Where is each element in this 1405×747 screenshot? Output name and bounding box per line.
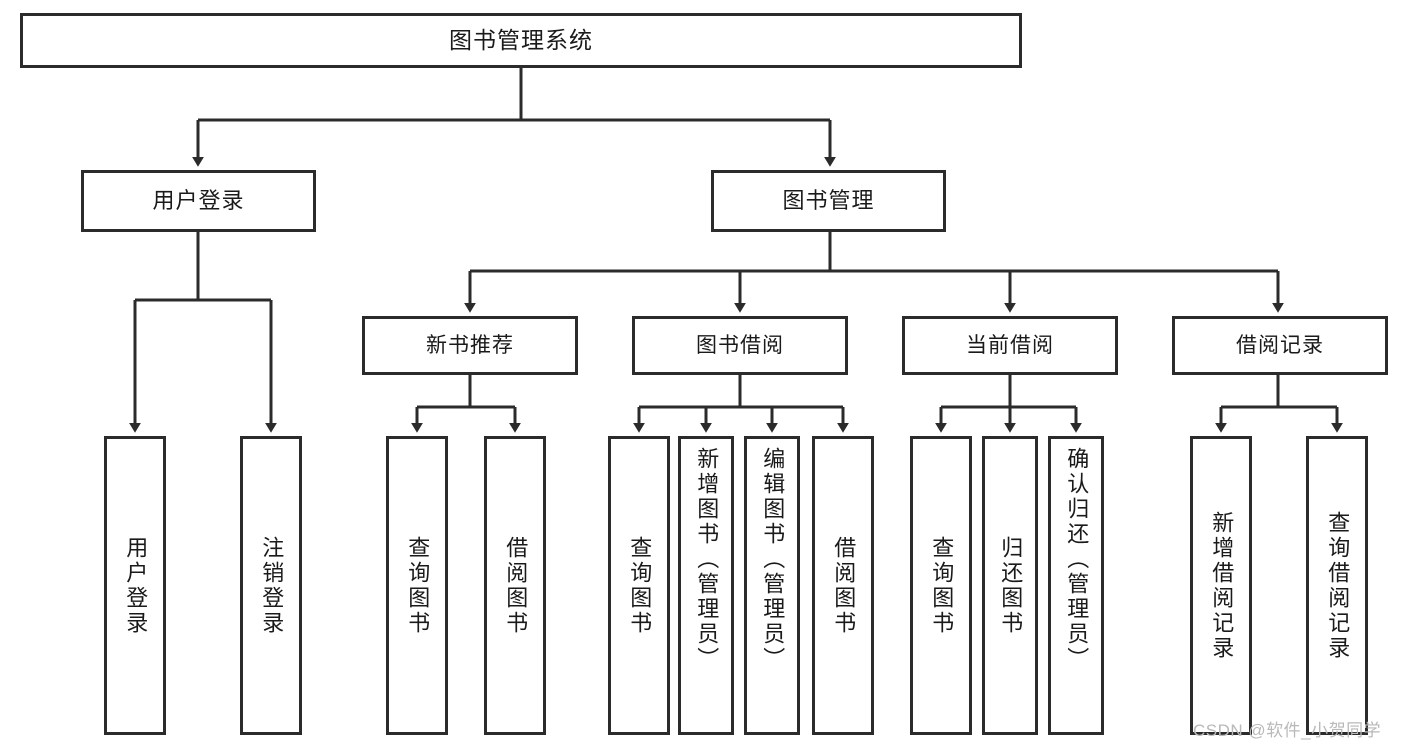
node-root[interactable]: 图书管理系统 xyxy=(20,13,1022,68)
node-new-book-recommend[interactable]: 新书推荐 xyxy=(362,316,578,375)
leaf-logout[interactable]: 注销登录 xyxy=(240,436,302,735)
leaf-add-borrow-record[interactable]: 新增借阅记录 xyxy=(1190,436,1252,735)
leaf-return-book-label: 归还图书 xyxy=(998,535,1024,636)
leaf-query-borrow-record-label: 查询借阅记录 xyxy=(1325,510,1351,661)
leaf-return-book[interactable]: 归还图书 xyxy=(982,436,1038,735)
leaf-user-login-label: 用户登录 xyxy=(123,535,149,636)
leaf-add-book-admin[interactable]: 新增图书（管理员） xyxy=(678,436,734,735)
leaf-query-book[interactable]: 查询图书 xyxy=(608,436,670,735)
leaf-edit-book-admin-label: 编辑图书（管理员） xyxy=(760,447,786,672)
leaf-query-borrow-record[interactable]: 查询借阅记录 xyxy=(1306,436,1368,735)
leaf-query-book-label: 查询图书 xyxy=(627,535,653,636)
node-current-borrow-label: 当前借阅 xyxy=(966,333,1054,357)
watermark: CSDN @软件_小贺同学 xyxy=(1193,721,1382,740)
leaf-query-book-recommend[interactable]: 查询图书 xyxy=(386,436,448,735)
leaf-confirm-return-admin-label: 确认归还（管理员） xyxy=(1064,447,1090,672)
node-root-label: 图书管理系统 xyxy=(449,26,593,53)
node-book-management-label: 图书管理 xyxy=(782,187,875,213)
leaf-logout-label: 注销登录 xyxy=(259,535,285,636)
node-book-borrow[interactable]: 图书借阅 xyxy=(632,316,848,375)
leaf-borrow-book-recommend[interactable]: 借阅图书 xyxy=(484,436,546,735)
leaf-edit-book-admin[interactable]: 编辑图书（管理员） xyxy=(744,436,800,735)
leaf-query-book-recommend-label: 查询图书 xyxy=(405,535,431,636)
node-user-login[interactable]: 用户登录 xyxy=(81,170,316,232)
leaf-borrow-book-label: 借阅图书 xyxy=(831,535,857,636)
node-book-borrow-label: 图书借阅 xyxy=(696,333,784,357)
leaf-user-login[interactable]: 用户登录 xyxy=(104,436,166,735)
node-new-book-recommend-label: 新书推荐 xyxy=(426,333,514,357)
node-user-login-label: 用户登录 xyxy=(152,187,245,213)
leaf-query-book-current[interactable]: 查询图书 xyxy=(910,436,972,735)
node-current-borrow[interactable]: 当前借阅 xyxy=(902,316,1118,375)
leaf-add-book-admin-label: 新增图书（管理员） xyxy=(694,447,720,672)
node-borrow-record[interactable]: 借阅记录 xyxy=(1172,316,1388,375)
leaf-borrow-book-recommend-label: 借阅图书 xyxy=(503,535,529,636)
node-book-management[interactable]: 图书管理 xyxy=(711,170,946,232)
leaf-borrow-book[interactable]: 借阅图书 xyxy=(812,436,874,735)
leaf-add-borrow-record-label: 新增借阅记录 xyxy=(1209,510,1235,661)
leaf-confirm-return-admin[interactable]: 确认归还（管理员） xyxy=(1048,436,1104,735)
node-borrow-record-label: 借阅记录 xyxy=(1236,333,1324,357)
leaf-query-book-current-label: 查询图书 xyxy=(929,535,955,636)
